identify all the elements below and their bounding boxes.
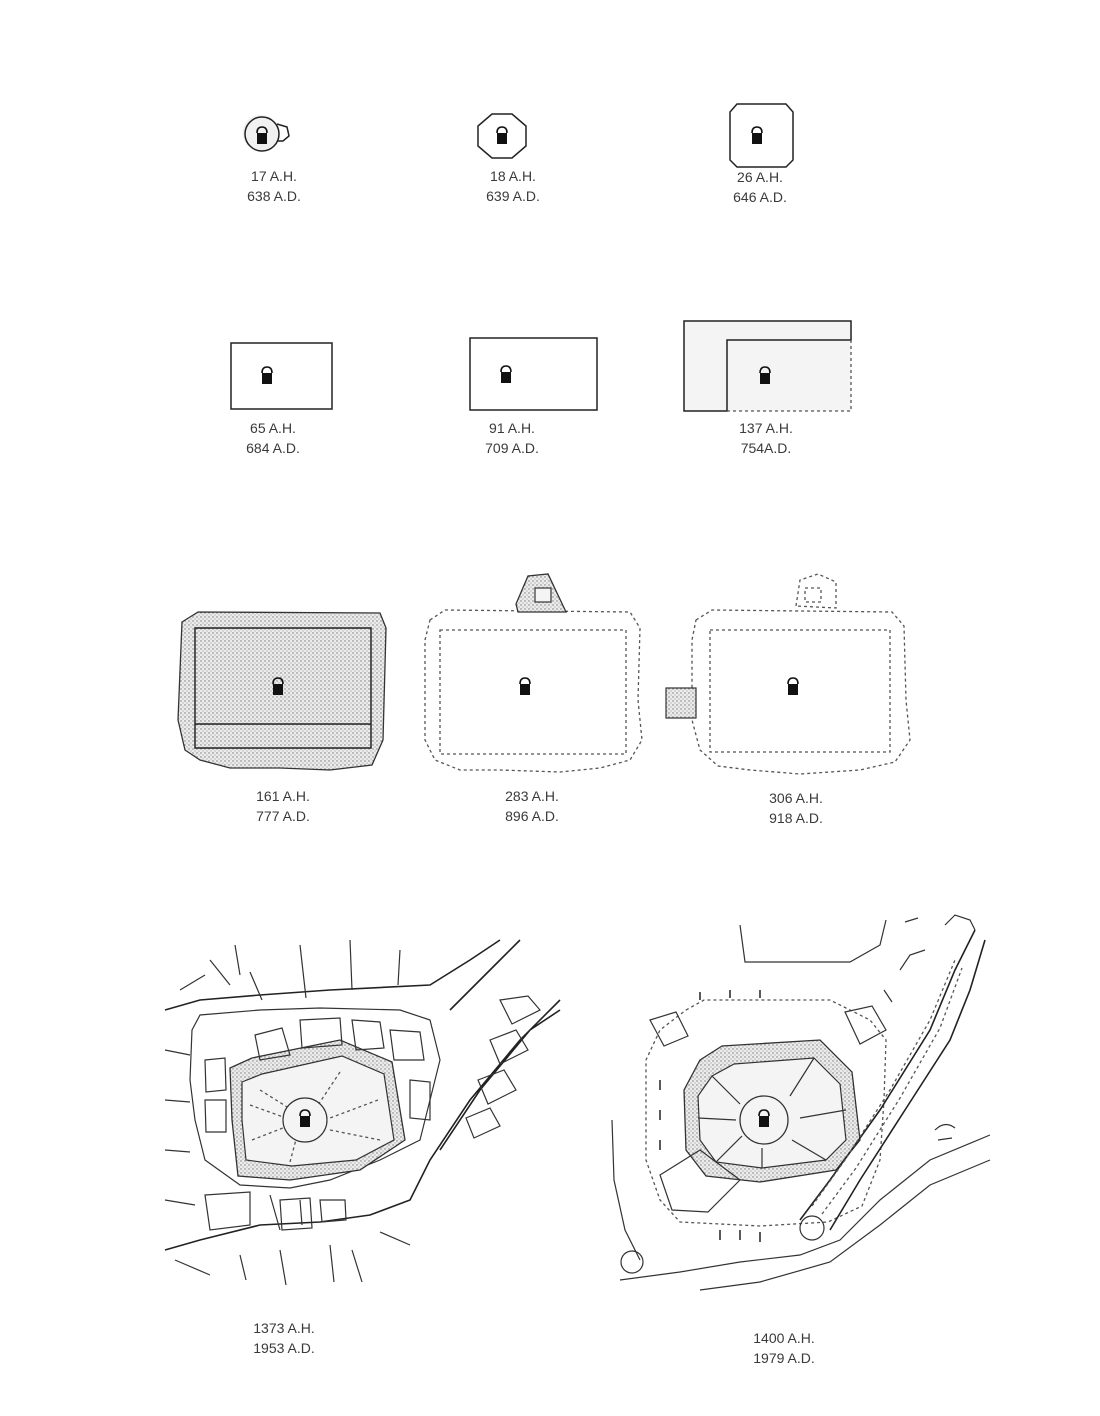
plan-label: 161 A.H. 777 A.D. <box>203 786 363 826</box>
plan-label: 65 A.H. 684 A.D. <box>193 418 353 458</box>
date-ah: 137 A.H. <box>739 420 793 436</box>
date-ah: 306 A.H. <box>769 790 823 806</box>
kaaba-icon <box>751 126 763 145</box>
date-ah: 161 A.H. <box>256 788 310 804</box>
plan-label: 283 A.H. 896 A.D. <box>452 786 612 826</box>
date-ah: 17 A.H. <box>251 168 297 184</box>
date-ah: 1400 A.H. <box>753 1330 815 1346</box>
plan-26ah <box>729 103 794 168</box>
plan-91ah <box>469 337 598 411</box>
date-ad: 684 A.D. <box>246 440 300 456</box>
plan-label: 137 A.H. 754A.D. <box>686 418 846 458</box>
date-ah: 1373 A.H. <box>253 1320 315 1336</box>
date-ah: 18 A.H. <box>490 168 536 184</box>
plan-label: 1400 A.H. 1979 A.D. <box>704 1328 864 1368</box>
kaaba-icon <box>787 677 799 696</box>
date-ah: 26 A.H. <box>737 169 783 185</box>
plan-1400ah-map <box>611 914 991 1291</box>
plan-1373ah-map <box>164 939 561 1286</box>
plan-label: 1373 A.H. 1953 A.D. <box>204 1318 364 1358</box>
plan-17ah <box>242 114 290 152</box>
plan-label: 17 A.H. 638 A.D. <box>194 166 354 206</box>
kaaba-icon <box>261 366 273 385</box>
date-ad: 918 A.D. <box>769 810 823 826</box>
date-ah: 283 A.H. <box>505 788 559 804</box>
date-ah: 65 A.H. <box>250 420 296 436</box>
plan-65ah <box>230 342 333 410</box>
kaaba-icon <box>500 365 512 384</box>
date-ad: 1979 A.D. <box>753 1350 815 1366</box>
date-ad: 1953 A.D. <box>253 1340 315 1356</box>
date-ad: 754A.D. <box>740 440 792 456</box>
date-ad: 896 A.D. <box>505 808 559 824</box>
date-ad: 638 A.D. <box>247 188 301 204</box>
kaaba-icon <box>519 677 531 696</box>
plan-283ah <box>424 573 643 773</box>
plan-label: 26 A.H. 646 A.D. <box>680 167 840 207</box>
plan-18ah <box>477 113 527 159</box>
plan-161ah <box>177 611 387 771</box>
date-ad: 709 A.D. <box>485 440 539 456</box>
date-ad: 639 A.D. <box>486 188 540 204</box>
plan-306ah <box>665 573 911 775</box>
plan-label: 18 A.H. 639 A.D. <box>433 166 593 206</box>
plan-label: 306 A.H. 918 A.D. <box>716 788 876 828</box>
plan-137ah <box>683 320 852 412</box>
date-ad: 777 A.D. <box>256 808 310 824</box>
plan-label: 91 A.H. 709 A.D. <box>432 418 592 458</box>
kaaba-icon <box>496 126 508 145</box>
date-ad: 646 A.D. <box>733 189 787 205</box>
date-ah: 91 A.H. <box>489 420 535 436</box>
